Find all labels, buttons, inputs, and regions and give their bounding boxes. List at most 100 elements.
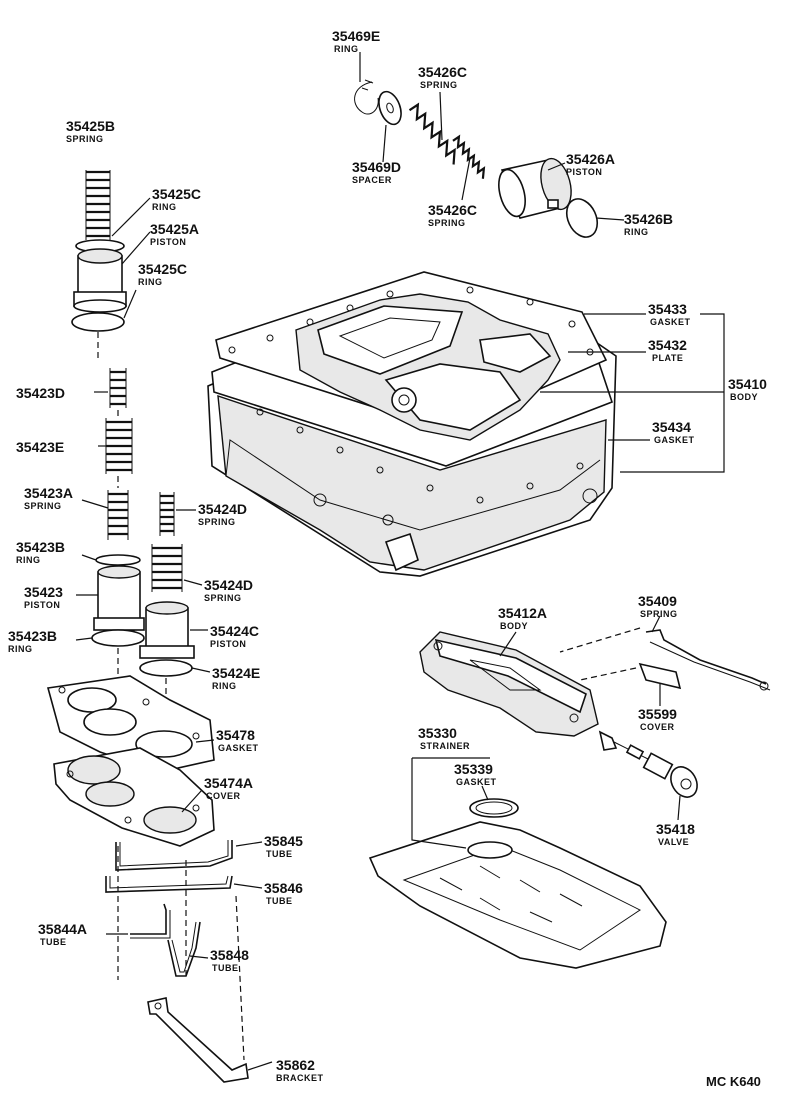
svg-text:RING: RING bbox=[16, 555, 41, 565]
valve-body-35412A-group bbox=[419, 615, 771, 821]
tube-35844A bbox=[130, 903, 167, 935]
svg-text:35412A: 35412A bbox=[498, 605, 547, 621]
cover-35474A bbox=[53, 747, 215, 847]
piston-35425A bbox=[73, 248, 127, 313]
svg-text:35845: 35845 bbox=[264, 833, 303, 849]
svg-text:PLATE: PLATE bbox=[652, 353, 683, 363]
svg-text:35418: 35418 bbox=[656, 821, 695, 837]
spring-35424D-upper bbox=[159, 492, 175, 536]
spring-35424D-lower bbox=[151, 544, 183, 592]
spring-35409 bbox=[559, 615, 771, 691]
svg-text:GASKET: GASKET bbox=[650, 317, 691, 327]
svg-text:TUBE: TUBE bbox=[266, 896, 293, 906]
svg-text:35410: 35410 bbox=[728, 376, 767, 392]
svg-text:TUBE: TUBE bbox=[266, 849, 293, 859]
svg-text:35426C: 35426C bbox=[418, 64, 467, 80]
svg-text:COVER: COVER bbox=[206, 791, 241, 801]
svg-text:35339: 35339 bbox=[454, 761, 493, 777]
svg-text:RING: RING bbox=[138, 277, 163, 287]
svg-text:STRAINER: STRAINER bbox=[420, 741, 470, 751]
piston-35423-group bbox=[75, 554, 145, 647]
svg-text:SPRING: SPRING bbox=[198, 517, 236, 527]
svg-text:RING: RING bbox=[8, 644, 33, 654]
svg-text:BRACKET: BRACKET bbox=[276, 1073, 324, 1083]
strainer-35330-group bbox=[368, 757, 667, 969]
spring-35423D bbox=[109, 368, 127, 408]
svg-text:35433: 35433 bbox=[648, 301, 687, 317]
spacer-35469D bbox=[378, 90, 402, 126]
svg-text:35469D: 35469D bbox=[352, 159, 401, 175]
svg-text:VALVE: VALVE bbox=[658, 837, 689, 847]
svg-text:35423B: 35423B bbox=[16, 539, 65, 555]
svg-text:35425B: 35425B bbox=[66, 118, 115, 134]
svg-text:PISTON: PISTON bbox=[566, 167, 602, 177]
spring-35426C-lower bbox=[452, 134, 486, 179]
diagram-code: MC K640 bbox=[706, 1074, 761, 1089]
svg-text:SPRING: SPRING bbox=[66, 134, 104, 144]
svg-text:35424C: 35424C bbox=[210, 623, 259, 639]
svg-text:35844A: 35844A bbox=[38, 921, 87, 937]
svg-text:35846: 35846 bbox=[264, 880, 303, 896]
svg-text:35424E: 35424E bbox=[212, 665, 260, 681]
svg-text:35426B: 35426B bbox=[624, 211, 673, 227]
accumulator-35425-group bbox=[71, 170, 151, 360]
tube-group bbox=[105, 840, 263, 1061]
svg-text:COVER: COVER bbox=[640, 722, 675, 732]
svg-text:35330: 35330 bbox=[418, 725, 457, 741]
svg-text:TUBE: TUBE bbox=[212, 963, 239, 973]
svg-text:35423B: 35423B bbox=[8, 628, 57, 644]
svg-text:SPACER: SPACER bbox=[352, 175, 392, 185]
ring-35423B-upper bbox=[95, 554, 141, 566]
svg-text:RING: RING bbox=[152, 202, 177, 212]
svg-text:SPRING: SPRING bbox=[204, 593, 242, 603]
svg-text:35434: 35434 bbox=[652, 419, 691, 435]
svg-text:GASKET: GASKET bbox=[456, 777, 497, 787]
svg-text:SPRING: SPRING bbox=[640, 609, 678, 619]
bracket-35862 bbox=[147, 997, 273, 1083]
svg-text:35423E: 35423E bbox=[16, 439, 64, 455]
svg-text:SPRING: SPRING bbox=[420, 80, 458, 90]
svg-text:BODY: BODY bbox=[730, 392, 758, 402]
ring-35425C-lower bbox=[71, 312, 125, 332]
svg-text:TUBE: TUBE bbox=[40, 937, 67, 947]
svg-text:35423: 35423 bbox=[24, 584, 63, 600]
svg-text:GASKET: GASKET bbox=[218, 743, 259, 753]
tube-35845 bbox=[115, 840, 233, 871]
svg-text:PISTON: PISTON bbox=[150, 237, 186, 247]
valve-35418 bbox=[598, 730, 698, 821]
svg-text:GASKET: GASKET bbox=[654, 435, 695, 445]
svg-text:RING: RING bbox=[624, 227, 649, 237]
svg-text:35426A: 35426A bbox=[566, 151, 615, 167]
svg-text:RING: RING bbox=[334, 44, 359, 54]
svg-text:35423D: 35423D bbox=[16, 385, 65, 401]
svg-text:PISTON: PISTON bbox=[210, 639, 246, 649]
